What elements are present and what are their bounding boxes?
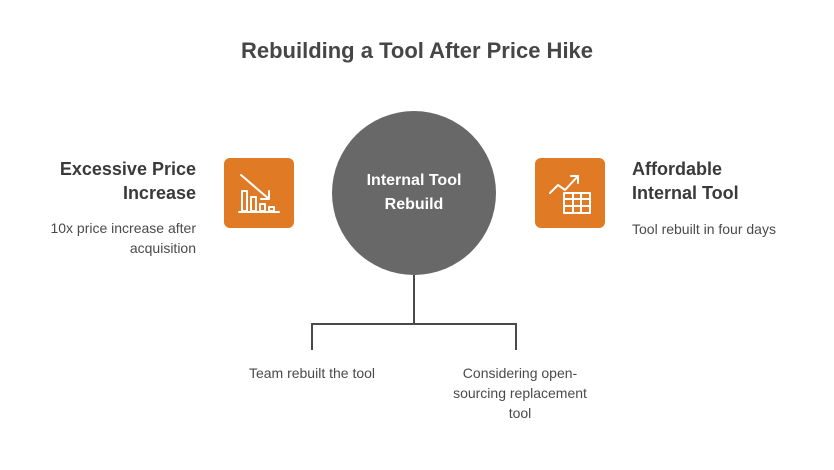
left-description: 10x price increase after acquisition [0,218,196,258]
right-heading-line2: Internal Tool [632,183,739,203]
declining-bar-chart-icon [224,158,294,228]
diagram-title: Rebuilding a Tool After Price Hike [240,38,594,63]
branch-left-text: Team rebuilt the tool [248,365,376,381]
center-label-line2: Rebuild [384,196,444,213]
branch-right-line2: sourcing replacement [453,385,587,401]
left-heading-line2: Increase [122,183,196,203]
left-heading: Excessive Price Increase [0,157,196,205]
center-node-label: Internal Tool Rebuild [349,169,479,217]
center-node: Internal Tool Rebuild [332,111,496,275]
left-heading-line1: Excessive Price [59,159,196,179]
branch-right-line3: tool [508,405,532,421]
growth-spreadsheet-icon [535,158,605,228]
right-description: Tool rebuilt in four days [632,221,776,237]
branch-right-text: Considering open- sourcing replacement t… [440,363,600,423]
branch-right-line1: Considering open- [462,365,578,381]
center-label-line1: Internal Tool [366,172,462,189]
left-desc-line2: acquisition [129,240,196,256]
right-heading: Affordable Internal Tool [632,157,822,205]
right-heading-line1: Affordable [632,159,722,179]
left-desc-line1: 10x price increase after [50,220,196,236]
